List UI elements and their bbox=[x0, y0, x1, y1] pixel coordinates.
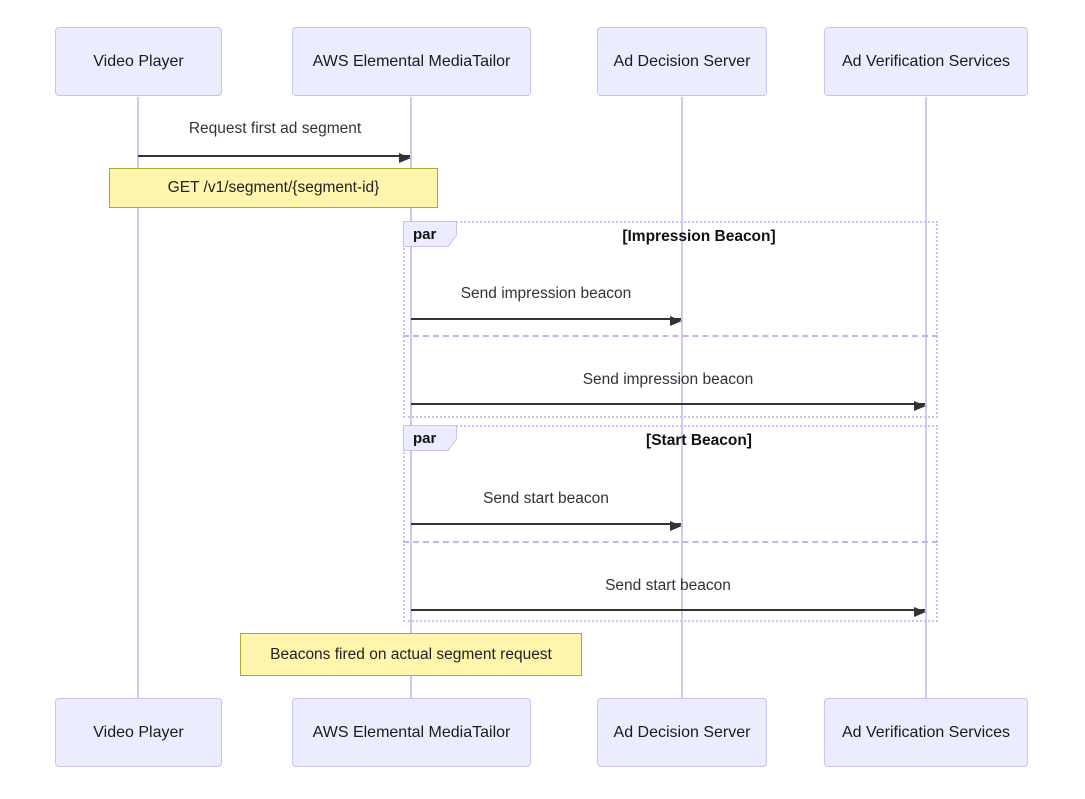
participant-ad-verification-services-top: Ad Verification Services bbox=[824, 27, 1028, 96]
lifeline-video-player bbox=[137, 97, 139, 698]
participant-ad-decision-server-top: Ad Decision Server bbox=[597, 27, 767, 96]
par-keyword-label: par bbox=[404, 426, 456, 450]
participant-label: Video Player bbox=[93, 52, 184, 70]
participant-mediatailor-top: AWS Elemental MediaTailor bbox=[292, 27, 531, 96]
message-label: Request first ad segment bbox=[188, 120, 362, 137]
participant-label: Ad Decision Server bbox=[613, 52, 751, 70]
message-arrow bbox=[411, 316, 682, 326]
participant-label: Ad Decision Server bbox=[613, 723, 751, 741]
par-block-start-beacon: par [Start Beacon] bbox=[403, 425, 938, 622]
message-arrow bbox=[138, 153, 411, 163]
arrowhead-icon bbox=[914, 607, 926, 617]
note-label: GET /v1/segment/{segment-id} bbox=[167, 179, 380, 196]
note-label: Beacons fired on actual segment request bbox=[270, 645, 552, 663]
arrowhead-icon bbox=[670, 521, 682, 531]
participant-label: Ad Verification Services bbox=[841, 723, 1011, 741]
arrowhead-icon bbox=[914, 401, 926, 411]
lifeline-mediatailor bbox=[410, 97, 412, 698]
par-keyword-label: par bbox=[404, 222, 456, 246]
participant-label: AWS Elemental MediaTailor bbox=[312, 723, 511, 741]
par-block-impression-beacon: par [Impression Beacon] bbox=[403, 221, 938, 418]
par-divider bbox=[403, 335, 938, 337]
par-keyword-tag: par bbox=[403, 221, 457, 247]
message-arrow bbox=[411, 401, 926, 411]
participant-ad-decision-server-bottom: Ad Decision Server bbox=[597, 698, 767, 767]
lifeline-ad-verification-services bbox=[925, 97, 927, 698]
note-beacons-fired: Beacons fired on actual segment request bbox=[240, 633, 582, 676]
lifeline-ad-decision-server bbox=[681, 97, 683, 698]
note-get-segment: GET /v1/segment/{segment-id} bbox=[109, 168, 438, 208]
message-label: Send impression beacon bbox=[460, 285, 632, 302]
message-arrow bbox=[411, 521, 682, 531]
participant-ad-verification-services-bottom: Ad Verification Services bbox=[824, 698, 1028, 767]
participant-video-player-bottom: Video Player bbox=[55, 698, 222, 767]
arrowhead-icon bbox=[399, 153, 411, 163]
participant-label: Video Player bbox=[93, 723, 184, 741]
message-label: Send start beacon bbox=[605, 577, 731, 594]
par-divider bbox=[403, 541, 938, 543]
par-keyword-tag: par bbox=[403, 425, 457, 451]
message-label: Send start beacon bbox=[483, 490, 609, 507]
par-condition-label: [Impression Beacon] bbox=[622, 228, 776, 245]
message-arrow bbox=[411, 607, 926, 617]
participant-label: AWS Elemental MediaTailor bbox=[312, 52, 511, 70]
par-condition-label: [Start Beacon] bbox=[646, 432, 752, 449]
message-label: Send impression beacon bbox=[582, 371, 754, 388]
participant-mediatailor-bottom: AWS Elemental MediaTailor bbox=[292, 698, 531, 767]
participant-label: Ad Verification Services bbox=[841, 52, 1011, 70]
participant-video-player-top: Video Player bbox=[55, 27, 222, 96]
arrowhead-icon bbox=[670, 316, 682, 326]
